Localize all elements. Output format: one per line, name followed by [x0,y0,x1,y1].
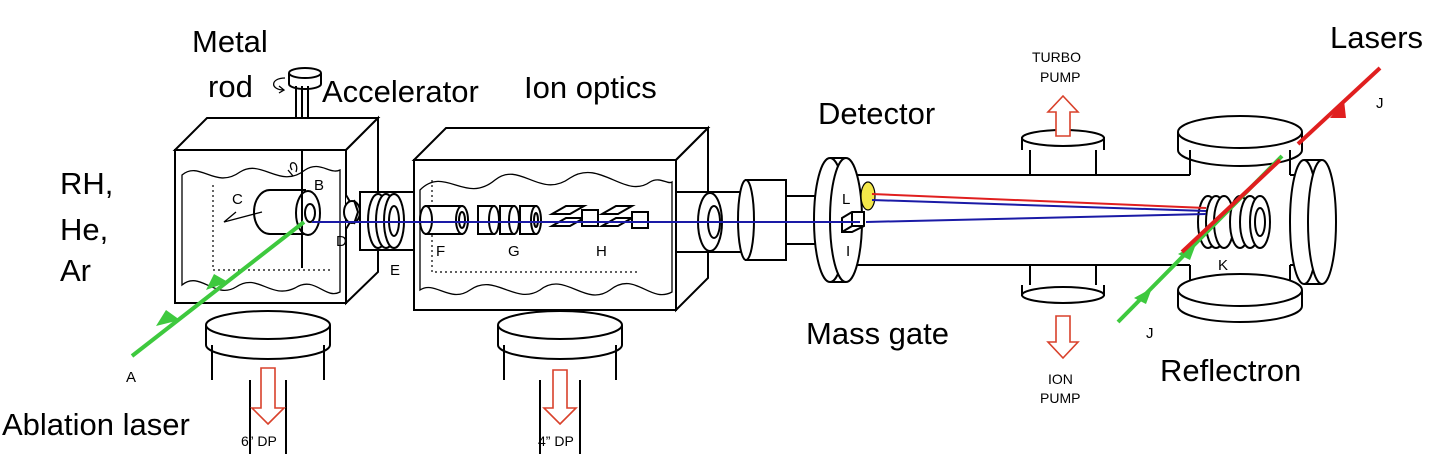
diffusion-pump-6-arrow-icon [250,367,286,426]
label-detector: Detector [818,96,935,131]
part-g: G [508,243,520,260]
optics-pump-port [497,310,623,454]
source-chamber [172,115,381,454]
label-gas-rh: RH, [60,166,113,201]
part-l: L [842,191,850,208]
part-j-top: J [1376,95,1384,112]
rotation-arrow-icon [272,77,286,94]
part-c: C [232,191,243,208]
label-accelerator: Accelerator [322,74,479,109]
part-i: I [846,243,850,260]
detector-disk [860,181,876,211]
label-gas-he: He, [60,212,108,247]
part-b: B [314,177,324,194]
label-mass-gate: Mass gate [806,316,949,351]
label-gas-ar: Ar [60,253,91,288]
diffusion-pump-4-arrow-icon [542,369,578,426]
reflectron-chamber [1177,115,1337,323]
part-k: K [1218,257,1228,274]
ion-optics-chamber [411,125,711,454]
part-h: H [596,243,607,260]
label-turbo-pump: PUMP [1040,69,1080,85]
part-a: A [126,369,136,386]
laser-arrow-icon [1330,100,1346,118]
label-ion-pump: PUMP [1040,390,1080,406]
label-lasers: Lasers [1330,20,1423,55]
probe-lasers [1116,66,1382,324]
label-ion: ION [1048,371,1073,387]
probe-arrow-icon [1134,288,1152,304]
einzel-lens-g [477,205,542,235]
label-4-dp: 4” DP [538,433,574,449]
label-turbo: TURBO [1032,49,1081,65]
part-d: D [336,233,347,250]
label-6-dp: 6” DP [241,433,277,449]
ion-pump-arrow-icon [1046,315,1080,360]
label-rod: rod [208,69,253,104]
connector-flange [675,179,829,261]
part-f: F [436,243,445,260]
label-ion-optics: Ion optics [524,70,657,105]
label-ablation-laser: Ablation laser [2,407,190,442]
source-pump-port [205,310,331,454]
ablation-arrow-icon [206,274,228,290]
ablation-laser-beam [130,220,306,358]
turbo-pump-arrow-icon [1046,94,1080,137]
part-j-bottom: J [1146,325,1154,342]
flight-tube [813,129,1190,304]
ion-beam [312,193,1207,223]
part-e: E [390,262,400,279]
label-metal: Metal [192,24,268,59]
label-reflectron: Reflectron [1160,353,1301,388]
probe-arrow-icon [1178,244,1196,260]
ablation-arrow-icon [156,310,180,326]
metal-rod [272,67,322,118]
